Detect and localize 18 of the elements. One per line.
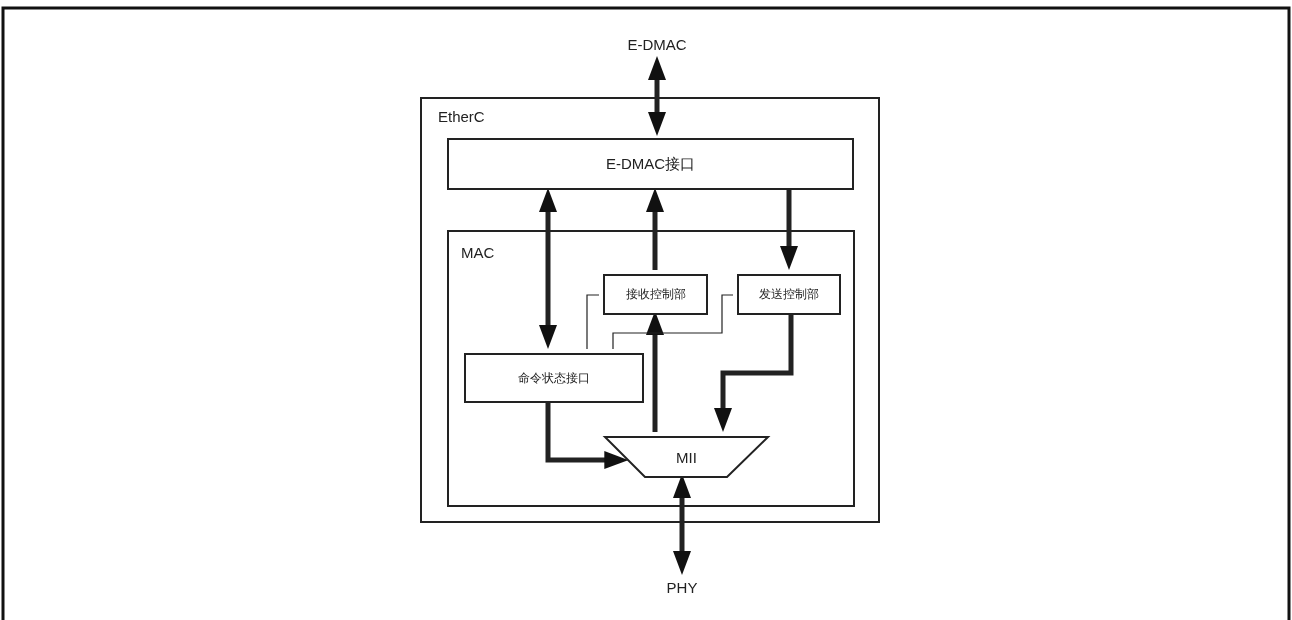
process-box: 发送控制部 [737, 274, 841, 315]
interface-box: 命令状态接口 [464, 353, 644, 403]
mux-label: MII [676, 448, 697, 466]
module-box [420, 97, 880, 523]
connector-line [586, 294, 600, 350]
module-title: EtherC [438, 108, 485, 125]
mux-trapezoid [604, 436, 769, 478]
module-box [447, 230, 855, 507]
arrow [539, 188, 557, 349]
connector-line [612, 294, 734, 350]
arrow [648, 56, 666, 136]
interface-box: E-DMAC接口 [447, 138, 854, 190]
endpoint-label: PHY [637, 575, 727, 599]
endpoint-label: E-DMAC [612, 32, 702, 56]
module-title: MAC [461, 244, 495, 261]
process-box: 接收控制部 [603, 274, 708, 315]
arrow [646, 188, 664, 270]
arrow [780, 188, 798, 270]
